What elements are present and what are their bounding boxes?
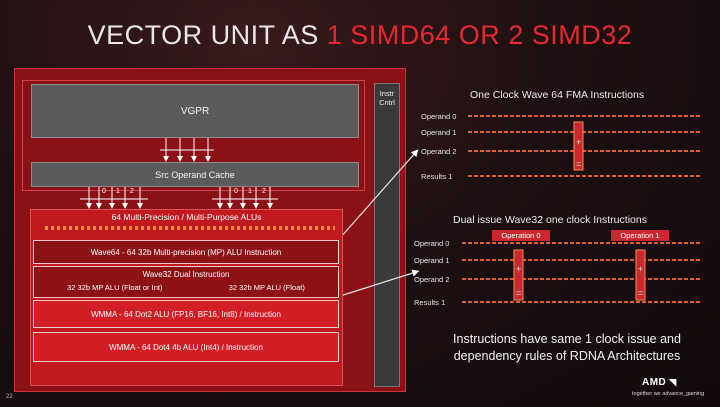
instr-ctrl-line1: Instr: [379, 89, 395, 98]
alu-lanes-strip: [45, 226, 335, 230]
alu-header: 64 Multi-Precision / Multi-Purpose ALUs: [111, 212, 262, 222]
wmma-dot4-row: WMMA - 64 Dot4 4b ALU (Int4) / Instructi…: [33, 332, 339, 362]
panel1-lanes: [468, 115, 700, 177]
panel1-equals-glyph: =: [576, 159, 582, 169]
wave64-row: Wave64 - 64 32b Multi-precision (MP) ALU…: [33, 240, 339, 264]
port-index-right-0: 0: [234, 188, 238, 195]
panel2-op0-equals-glyph: =: [516, 288, 522, 298]
footer-line2: dependency rules of RDNA Architectures: [453, 349, 681, 363]
title-prefix: VECTOR UNIT AS: [87, 20, 327, 50]
panel2-op0-plus-glyph: +: [516, 264, 522, 274]
wave32-left-alu: 32 32b MP ALU (Float or Int): [67, 283, 163, 292]
amd-arrow-icon: ◥: [666, 377, 677, 387]
panel1-title: One Clock Wave 64 FMA Instructions: [470, 89, 645, 101]
panel1-row-operand1: Operand 1: [421, 128, 457, 137]
panel2-row-operand1: Operand 1: [414, 256, 450, 265]
port-index-right-1: 1: [248, 188, 252, 195]
panel2-op1-plus-glyph: +: [638, 264, 644, 274]
callout-lines: [339, 149, 420, 297]
page-number: 22: [6, 394, 13, 400]
cache-to-alu-arrows-right: [212, 187, 278, 209]
wave32-title: Wave32 Dual Instruction: [142, 270, 230, 279]
amd-logo: AMD ◥: [642, 377, 677, 388]
vgpr-to-cache-arrows: [160, 138, 214, 162]
src-operand-cache-block: Src Operand Cache: [31, 162, 359, 187]
footer-note: Instructions have same 1 clock issue and…: [436, 331, 698, 365]
panel2-row-operand0: Operand 0: [414, 239, 450, 248]
cache-to-alu-arrows-left: [80, 187, 148, 209]
operation0-badge: Operation 0: [492, 230, 550, 241]
wave32-row: Wave32 Dual Instruction 32 32b MP ALU (F…: [33, 266, 339, 298]
logo-text: AMD: [642, 377, 667, 388]
panel1-op-marker: [573, 121, 584, 171]
panel1-row-results1: Results 1: [421, 172, 453, 181]
panel2-row-results1: Results 1: [414, 298, 446, 307]
panel2-row-operand2: Operand 2: [414, 275, 450, 284]
panel1-plus-glyph: +: [576, 137, 582, 147]
panel1-row-operand2: Operand 2: [421, 147, 457, 156]
port-index-right-2: 2: [262, 188, 266, 195]
panel1-row-operand0: Operand 0: [421, 112, 457, 121]
vgpr-block: VGPR: [31, 84, 359, 138]
panel2-title: Dual issue Wave32 one clock Instructions: [453, 214, 647, 226]
footer-line1: Instructions have same 1 clock issue and: [453, 332, 681, 346]
port-index-left-1: 1: [116, 188, 120, 195]
operation1-badge: Operation 1: [611, 230, 669, 241]
wmma-dot2-row: WMMA - 64 Dot2 ALU (FP16, BF16, Int8) / …: [33, 300, 339, 328]
instr-ctrl-block: Instr Cntrl: [374, 83, 400, 387]
logo-tagline: together we advance_gaming: [632, 391, 705, 397]
register-section: [22, 80, 365, 191]
panel2-lanes: [462, 242, 700, 303]
title-highlight: 1 SIMD64 OR 2 SIMD32: [326, 20, 633, 50]
panel2-op-markers: [513, 249, 646, 301]
slide-title: VECTOR UNIT AS 1 SIMD64 OR 2 SIMD32: [0, 20, 720, 51]
port-index-left-2: 2: [130, 188, 134, 195]
wave32-right-alu: 32 32b MP ALU (Float): [228, 283, 305, 292]
panel2-op1-equals-glyph: =: [638, 288, 644, 298]
instr-ctrl-line2: Cntrl: [379, 98, 395, 107]
port-index-left-0: 0: [102, 188, 106, 195]
